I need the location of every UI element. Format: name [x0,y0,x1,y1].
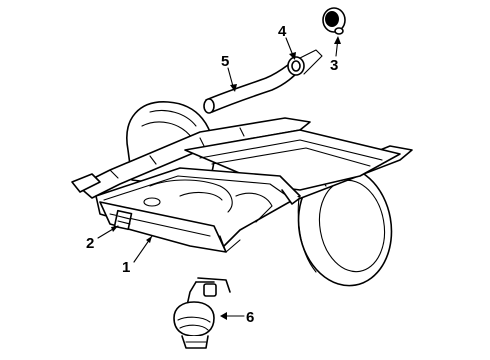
arrowhead-3 [334,36,341,44]
arrowhead-1 [146,236,152,243]
arrowhead-2 [111,226,118,232]
callout-5: 5 [221,53,229,70]
filler-neck-clamp [287,49,323,76]
fuel-cap [322,7,346,35]
filler-hose [203,61,301,114]
callout-3: 3 [330,57,338,74]
callouts: 1 2 3 4 5 6 [86,23,338,326]
callout-2: 2 [86,235,94,252]
tank-strap [113,209,133,231]
arrowhead-5 [230,84,237,92]
leader-lines [97,36,341,320]
callout-1: 1 [122,259,130,276]
arrowhead-4 [289,52,296,60]
fuel-pump-sender [173,277,231,349]
arrowhead-6 [220,312,227,320]
floor-pan [71,117,413,253]
callout-4: 4 [278,23,287,40]
callout-6: 6 [246,309,254,326]
